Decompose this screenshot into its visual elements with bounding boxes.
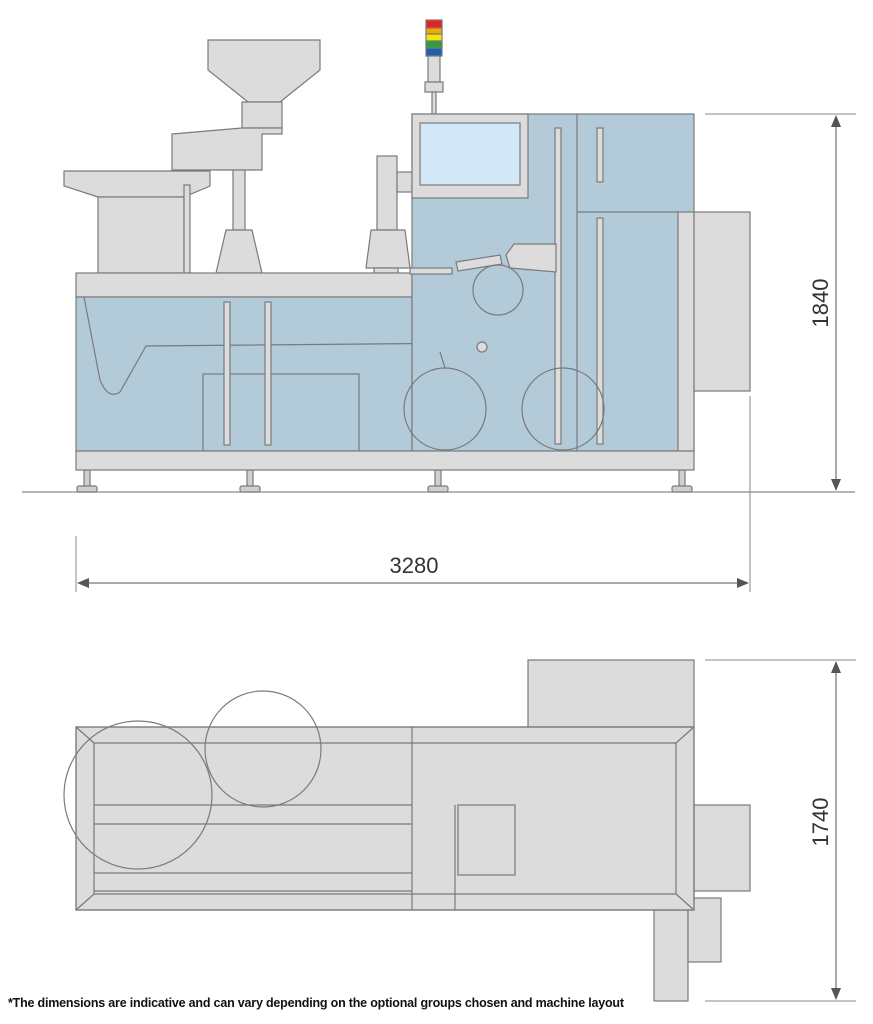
beacon-green-light (425, 40, 443, 49)
top-view (63, 659, 751, 1002)
dimensions-footnote: *The dimensions are indicative and can v… (8, 996, 624, 1010)
top-view-side-module (693, 804, 751, 892)
top-view-hopper-circle-large (63, 720, 213, 870)
base-rail (75, 450, 695, 471)
beacon-yellow-light (425, 33, 443, 42)
machine-feet (76, 469, 693, 493)
beacon-orange-light (425, 27, 443, 35)
side-unit (693, 211, 751, 392)
height-dimension-label: 1840 (808, 279, 833, 328)
length-dimension-label: 3280 (390, 553, 439, 578)
depth-dimension-label: 1740 (808, 798, 833, 847)
signal-beacon (424, 19, 444, 115)
top-view-hopper-circle-small (204, 690, 322, 808)
dosing-column (365, 155, 414, 274)
left-feeder-hopper (63, 170, 211, 274)
top-view-bottom-module (653, 909, 689, 1002)
top-view-main-body (75, 726, 695, 911)
top-view-dimensions (705, 659, 856, 1002)
side-view (22, 19, 855, 493)
beacon-red-light (425, 19, 443, 29)
side-view-dimensions (75, 113, 856, 592)
top-view-rear-module (527, 659, 695, 728)
left-machine-body (75, 272, 481, 452)
right-machine-cabinet (403, 113, 695, 452)
beacon-blue-light (425, 47, 443, 57)
top-product-hopper (171, 39, 321, 274)
control-screen (419, 122, 521, 186)
